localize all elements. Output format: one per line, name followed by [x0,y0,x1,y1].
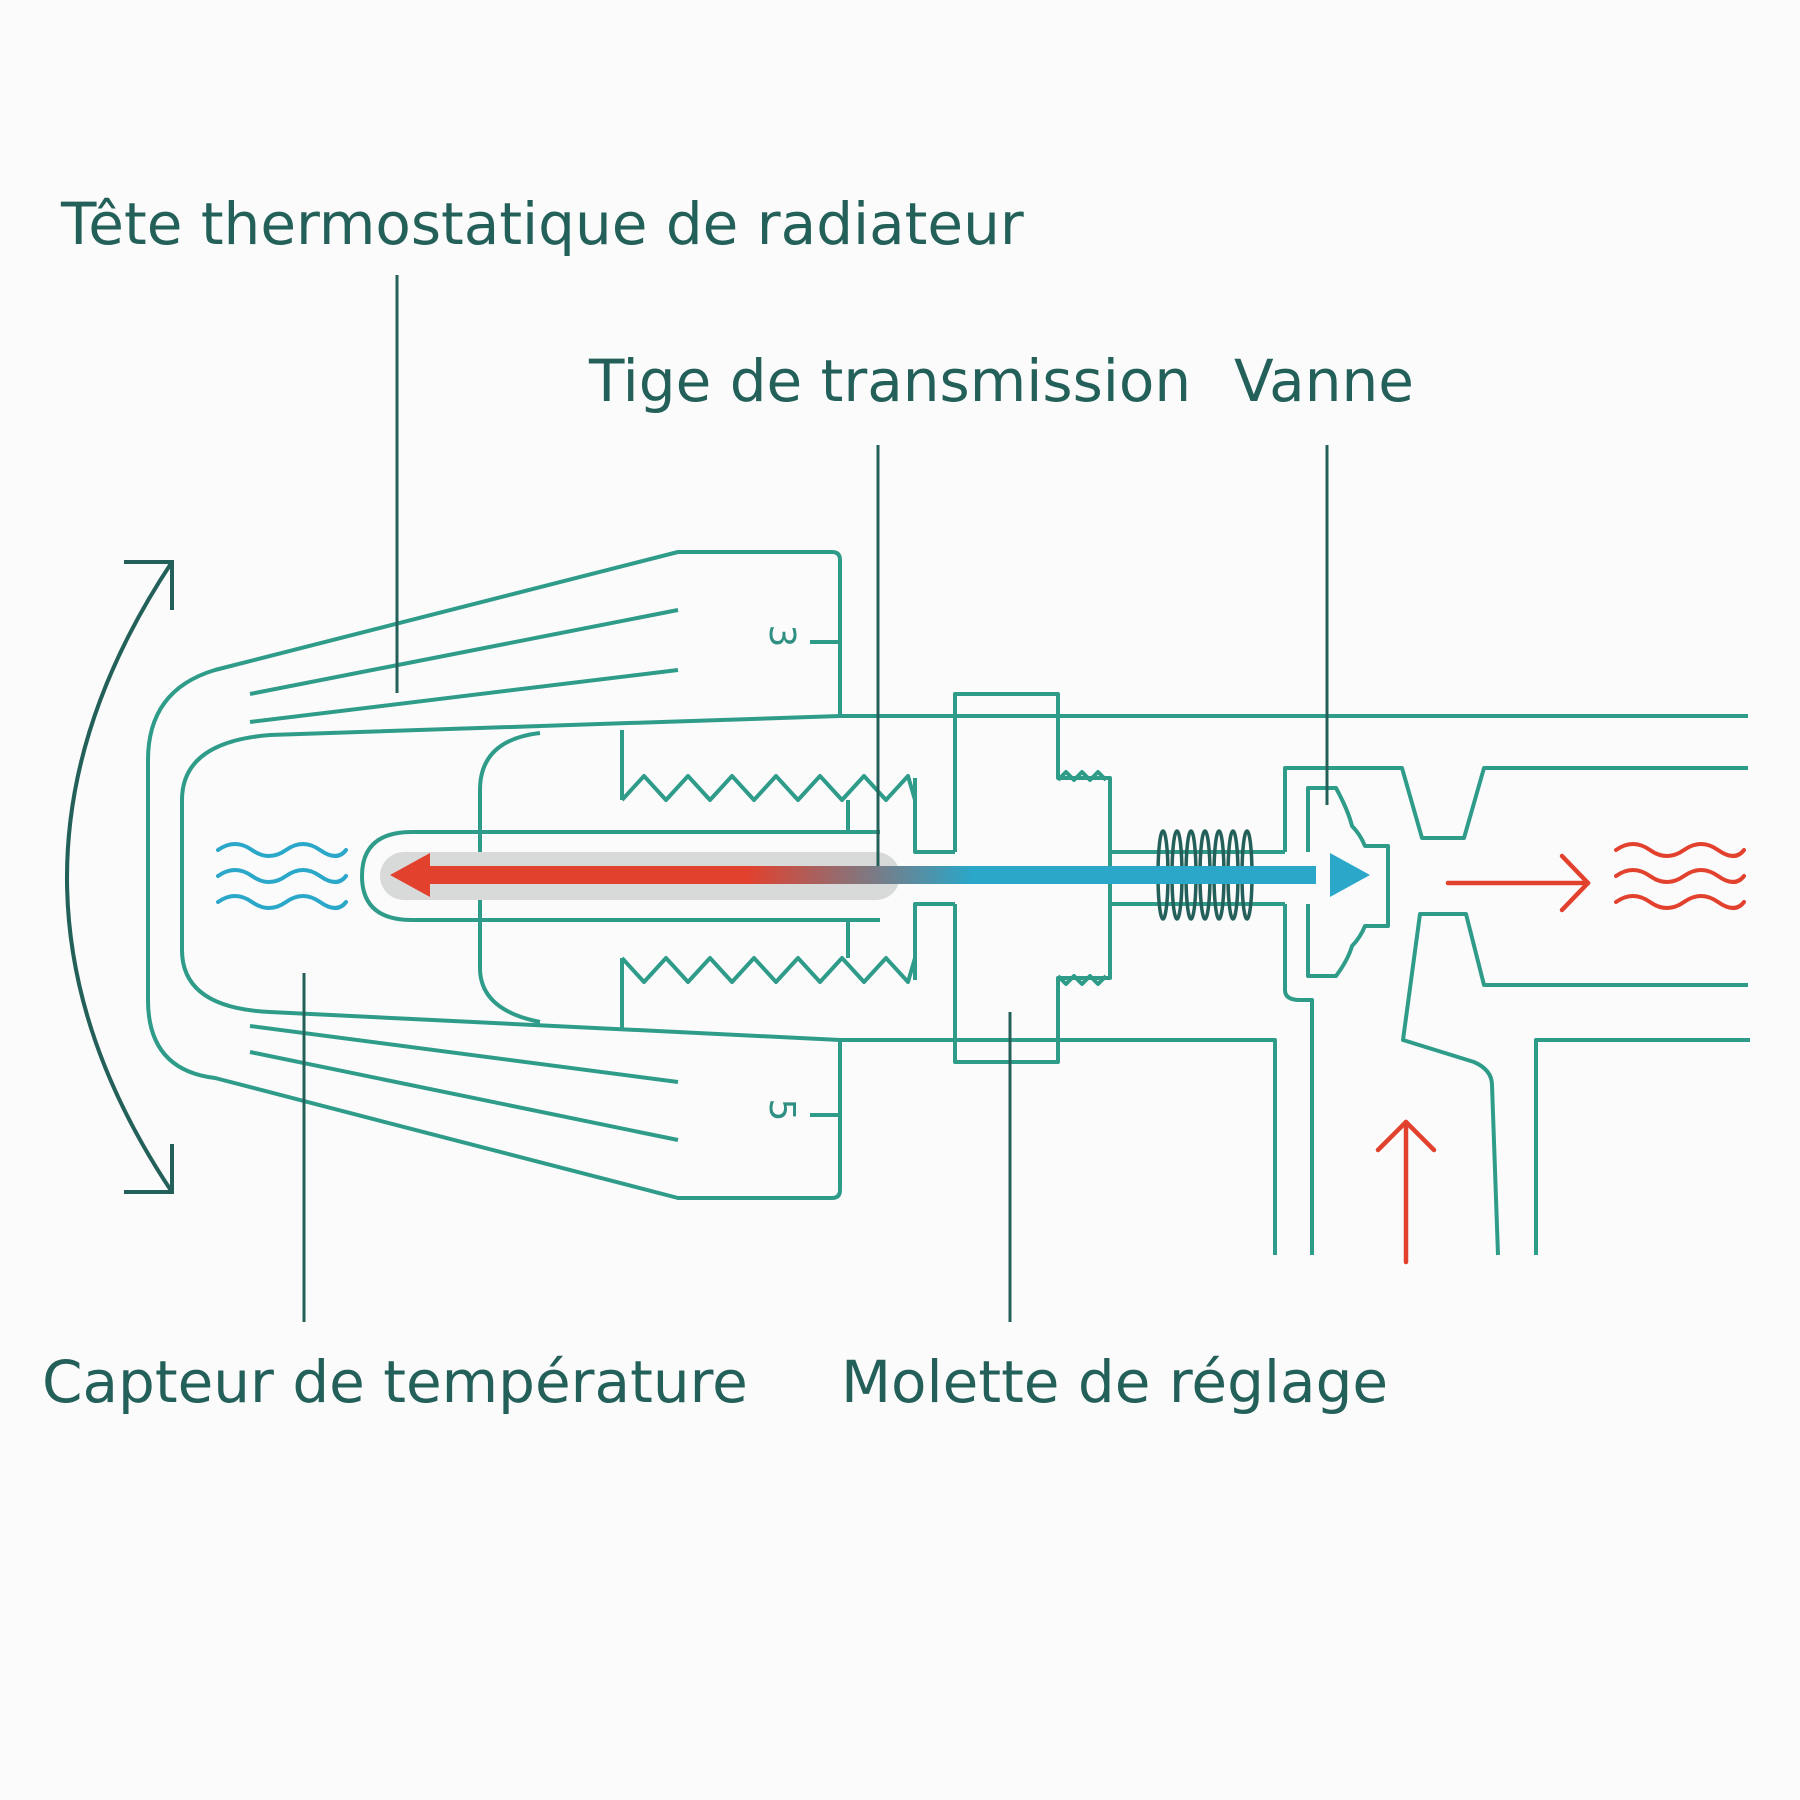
thermostatic-head-body [146,550,842,1200]
rotation-arrow [65,560,174,1194]
label-transmission-rod: Tige de transmission [588,347,1191,415]
valve-body [840,714,1750,1256]
bellows-lower [620,956,917,984]
bellows-upper [620,774,917,802]
hot-water-waves-icon [1614,842,1746,910]
label-valve: Vanne [1234,347,1414,415]
transmission-rod-arrow [390,853,1370,897]
leader-lines [302,275,1329,1322]
inflow-arrow [1375,1119,1437,1265]
outflow-arrow [1445,853,1591,913]
label-temperature-sensor: Capteur de température [42,1348,748,1416]
cold-air-waves-icon [216,842,348,910]
dial-mark-5: 5 [761,1099,802,1122]
label-adjustment-wheel: Molette de réglage [841,1348,1388,1416]
valve-plug [1306,786,1390,978]
label-thermostatic-head: Tête thermostatique de radiateur [60,190,1024,258]
dial-mark-3: 3 [761,625,802,648]
